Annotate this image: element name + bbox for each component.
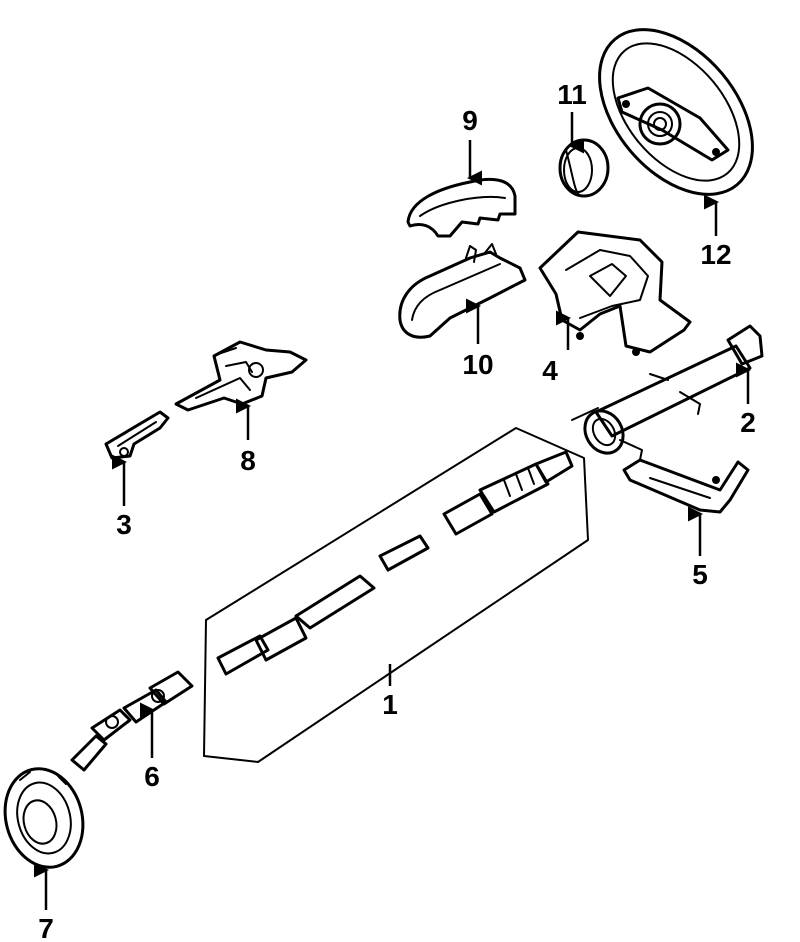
- callout-6: 6: [144, 761, 160, 792]
- part-8-lock-housing: [174, 340, 308, 412]
- callout-11: 11: [557, 79, 587, 110]
- callout-2: 2: [740, 407, 756, 438]
- callout-7: 7: [38, 913, 54, 942]
- callout-1: 1: [382, 689, 398, 720]
- part-2-column-tube: [571, 324, 764, 461]
- callout-3: 3: [116, 509, 132, 540]
- callout-5: 5: [692, 559, 708, 590]
- part-11-horn-pad: [558, 138, 610, 198]
- part-4-column-bracket: [538, 230, 692, 356]
- part-5-support-bracket: [622, 458, 750, 514]
- callout-8: 8: [240, 445, 256, 476]
- part-7-boot-seal: [3, 767, 85, 869]
- part-9-upper-shroud: [406, 177, 517, 238]
- part-3-lever: [104, 410, 170, 460]
- callout-12: 12: [700, 239, 731, 270]
- callout-4: 4: [542, 355, 558, 386]
- callout-9: 9: [462, 105, 478, 136]
- part-6-u-joint: [70, 670, 194, 772]
- part-12-steering-wheel: [598, 28, 754, 196]
- part-1-shaft-assembly: [203, 427, 589, 763]
- callout-10: 10: [462, 349, 493, 380]
- callout-labels: 9 11 12 10 4 2 8 3 5 1 6 7: [38, 79, 756, 942]
- part-10-lower-shroud: [398, 243, 527, 339]
- leader-lines: [34, 112, 751, 910]
